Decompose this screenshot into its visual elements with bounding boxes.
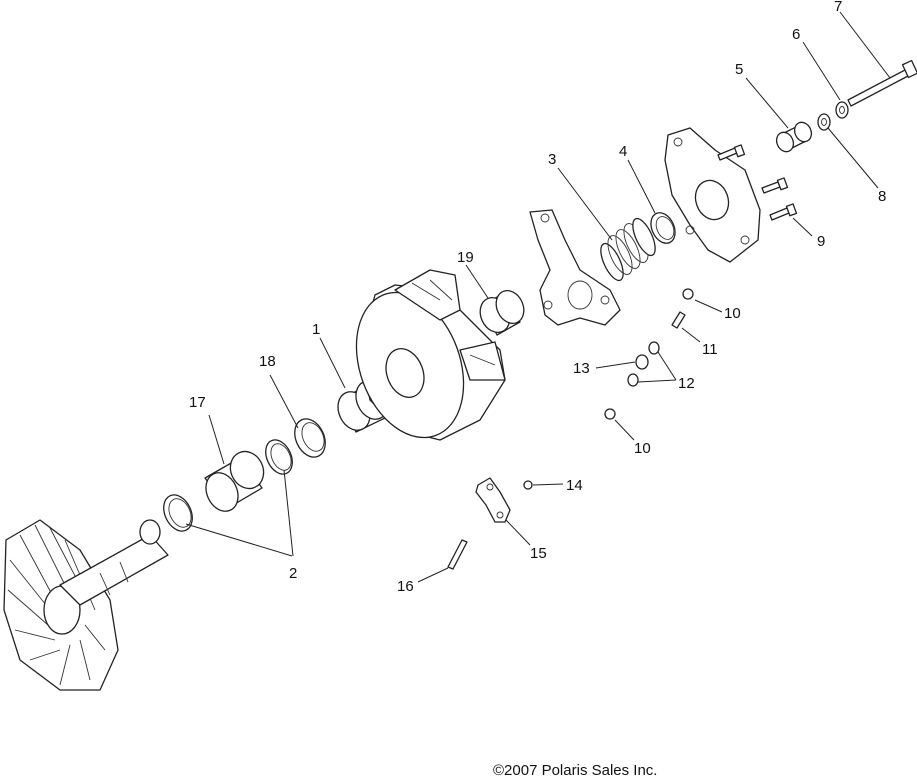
washer-6 xyxy=(835,101,849,119)
sleeve-5 xyxy=(775,121,813,153)
callout-6: 6 xyxy=(792,26,800,43)
callout-15: 15 xyxy=(530,545,547,562)
callout-19: 19 xyxy=(457,249,474,266)
sleeve-17 xyxy=(204,450,265,512)
ring-2-upper xyxy=(265,439,293,475)
screw-14 xyxy=(523,480,533,490)
ring-2-lower xyxy=(163,494,193,532)
callout-5: 5 xyxy=(735,61,743,78)
washer-12-lower xyxy=(627,373,639,387)
callout-9: 9 xyxy=(817,233,825,250)
bushing-18 xyxy=(294,418,326,458)
callout-labels: 1 2 3 4 5 6 7 8 9 10 11 12 13 10 14 15 1… xyxy=(189,0,886,595)
callout-12: 12 xyxy=(678,375,695,392)
callout-16: 16 xyxy=(397,578,414,595)
bushing-19 xyxy=(479,289,525,336)
bushing-4 xyxy=(650,212,676,244)
callout-4: 4 xyxy=(619,143,627,160)
roller-10-lower xyxy=(604,408,616,420)
callout-13: 13 xyxy=(573,360,590,377)
callout-18: 18 xyxy=(259,353,276,370)
bolt-7 xyxy=(847,59,917,107)
callout-14: 14 xyxy=(566,477,583,494)
callout-10-lower: 10 xyxy=(634,440,651,457)
drive-shaft-fan-assembly xyxy=(3,519,169,691)
callout-3: 3 xyxy=(548,151,556,168)
washer-8 xyxy=(817,113,831,131)
spider xyxy=(529,209,621,326)
cover-plate xyxy=(664,127,761,263)
moveable-sheave xyxy=(355,269,506,441)
callout-8: 8 xyxy=(878,188,886,205)
leader-lines xyxy=(185,11,891,583)
copyright-notice: ©2007 Polaris Sales Inc. xyxy=(493,762,657,777)
roller-10-upper xyxy=(682,288,694,300)
callout-7: 7 xyxy=(834,0,842,15)
callout-11: 11 xyxy=(702,341,718,358)
pin-11 xyxy=(671,311,686,329)
callout-17: 17 xyxy=(189,394,206,411)
pin-16 xyxy=(447,539,468,570)
weight-15 xyxy=(475,477,511,523)
washer-12-upper xyxy=(648,341,660,355)
roller-13 xyxy=(635,354,649,370)
cover-bolts xyxy=(717,144,798,221)
callout-10-upper: 10 xyxy=(724,305,741,322)
callout-2: 2 xyxy=(289,565,297,582)
spring xyxy=(600,217,656,282)
callout-1: 1 xyxy=(312,321,320,338)
